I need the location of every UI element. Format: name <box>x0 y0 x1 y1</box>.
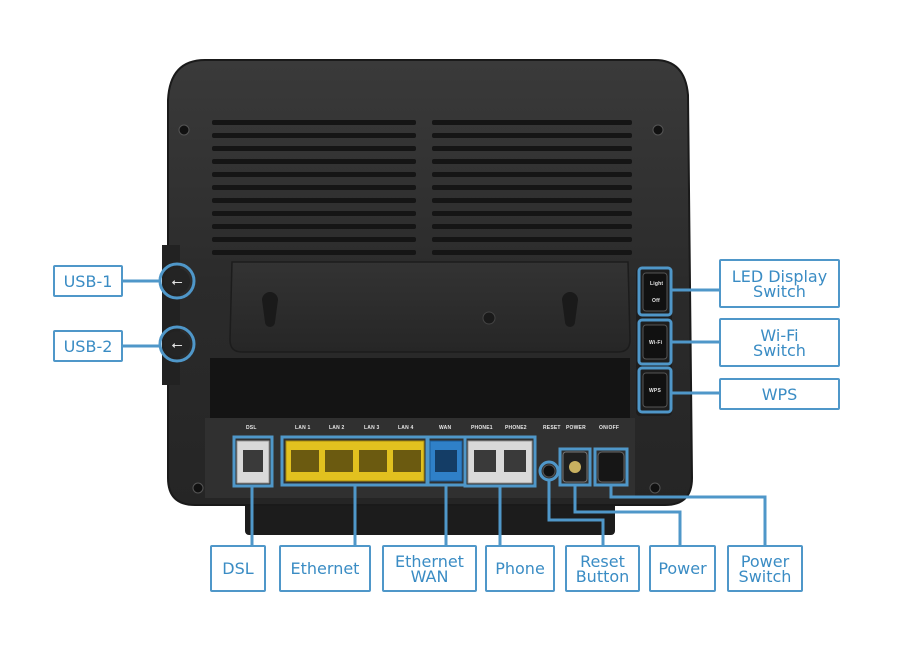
port-label-wan: WAN <box>439 425 452 431</box>
switch-label-off: Off <box>652 298 660 304</box>
callout-power-switch: Power Switch <box>727 545 803 592</box>
dsl-port-opening <box>243 450 263 472</box>
onoff-switch <box>597 451 625 483</box>
wifi-button-body <box>642 324 668 360</box>
power-jack-pin <box>569 461 581 473</box>
screw <box>649 482 661 494</box>
callout-usb2: USB-2 <box>53 330 123 362</box>
callout-usb1: USB-1 <box>53 265 123 297</box>
vent-grille <box>212 120 632 255</box>
wps-button-body <box>642 372 668 408</box>
port-label-onoff: ON/OFF <box>599 425 620 431</box>
wall-mount-hole <box>262 292 278 327</box>
port-label-dsl: DSL <box>246 425 257 431</box>
switch-label-wps: WPS <box>649 388 661 394</box>
port-label-phone2: PHONE2 <box>505 425 527 431</box>
callout-wps: WPS <box>719 378 840 410</box>
usb1-port <box>164 268 190 294</box>
center-screw <box>482 311 496 325</box>
lan1-port-opening <box>291 450 319 472</box>
phone1-port-opening <box>474 450 496 472</box>
wps-highlight <box>637 366 673 414</box>
lan4-port-opening <box>393 450 421 472</box>
callout-ethernet-wan: Ethernet WAN <box>382 545 477 592</box>
lan3-port-opening <box>359 450 387 472</box>
callout-ethernet: Ethernet <box>279 545 371 592</box>
screw <box>192 482 204 494</box>
phone2-port-opening <box>504 450 526 472</box>
callout-dsl: DSL <box>210 545 266 592</box>
port-label-lan2: LAN 2 <box>329 425 345 431</box>
callout-wifi-switch: Wi-Fi Switch <box>719 318 840 367</box>
wall-mount-hole <box>562 292 578 327</box>
callout-led-display-switch: LED Display Switch <box>719 259 840 308</box>
switch-label-wifi: Wi-Fi <box>649 340 663 346</box>
wan-port-opening <box>435 450 457 472</box>
usb2-port <box>164 331 190 357</box>
port-label-power: POWER <box>566 425 586 431</box>
screw <box>652 124 664 136</box>
port-label-lan1: LAN 1 <box>295 425 311 431</box>
screw <box>178 124 190 136</box>
usb-icon: ⭠ <box>171 336 182 352</box>
port-recess <box>210 358 630 418</box>
switch-label-light: Light <box>650 281 664 287</box>
cable-tray <box>229 261 631 353</box>
port-label-lan3: LAN 3 <box>364 425 380 431</box>
led-switch-body <box>642 272 668 312</box>
lan2-port-opening <box>325 450 353 472</box>
usb-icon: ⭠ <box>171 273 182 289</box>
port-label-lan4: LAN 4 <box>398 425 414 431</box>
leader-lines <box>122 279 767 545</box>
callout-power: Power <box>649 545 716 592</box>
usb2-highlight <box>158 325 196 363</box>
port-label-phone1: PHONE1 <box>471 425 493 431</box>
callout-reset-button: Reset Button <box>565 545 640 592</box>
reset-hole <box>542 464 556 478</box>
callout-phone: Phone <box>485 545 555 592</box>
port-label-reset: RESET <box>543 425 561 431</box>
